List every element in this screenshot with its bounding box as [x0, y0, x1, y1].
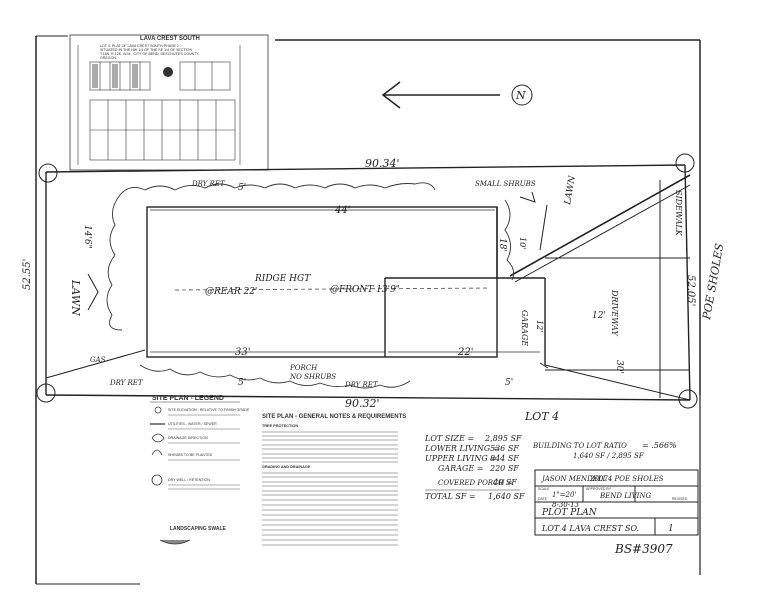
- property-line: [45, 164, 691, 401]
- label-dry-ret-top: DRY RET: [191, 180, 226, 188]
- building-ratio-label: BUILDING TO LOT RATIO: [532, 442, 627, 450]
- title-date: 8-30-13: [552, 501, 580, 509]
- dim-drive-30: 30': [614, 360, 624, 374]
- label-dry-ret-bl: DRY RET: [109, 379, 144, 387]
- dim-garage-depth: 18': [497, 238, 507, 252]
- dim-left-depth: 52.55': [22, 259, 33, 290]
- vicinity-map: LAVA CREST SOUTH LOT 4, PLAT OF LAVA CRE…: [69, 34, 269, 171]
- legend-footer: LANDSCAPING SWALE: [170, 526, 227, 532]
- corner-pin-icon: [36, 153, 698, 409]
- title-date-label: DATE: [538, 497, 548, 501]
- label-lawn-right: LAWN: [563, 174, 578, 207]
- label-garage: GARAGE: [520, 310, 529, 346]
- dim-side-10: 10': [518, 237, 527, 249]
- label-ridge-ht: RIDGE HGT: [254, 274, 311, 284]
- label-lawn-left: LAWN: [69, 279, 82, 316]
- title-sheet: PLOT PLAN: [541, 508, 598, 518]
- vicinity-line-4: OREGON: [100, 56, 116, 60]
- title-scale: 1"=20': [552, 491, 576, 499]
- dim-setback-rear: 5': [238, 183, 246, 193]
- dim-side-12: 12': [535, 320, 544, 332]
- title-scale-label: SCALE: [538, 487, 550, 491]
- legend-item-1: SITE ELEVATION - RELATIVE TO FINISH GRAD…: [168, 408, 250, 412]
- legend-item-5: DRY WELL / RETENTION: [168, 478, 210, 482]
- dim-driveway-width: 12': [592, 311, 606, 321]
- legend-item-2: UTILITIES - WATER / SEWER: [168, 422, 217, 426]
- shrub-icon: [151, 449, 163, 456]
- title-lot-desc: LOT 4 LAVA CREST SO.: [541, 524, 639, 533]
- label-porch: PORCH: [289, 364, 318, 372]
- dim-side-setback: 14'6": [82, 225, 92, 249]
- notes-section-1: TREE PROTECTION: [262, 424, 298, 428]
- area-row-lot-label: LOT SIZE =: [424, 434, 474, 443]
- dim-porch-5: 5': [505, 378, 513, 388]
- dimension-lines: [35, 175, 540, 395]
- title-address: 20074 POE SHOLES: [589, 475, 664, 483]
- dim-setback-front: 5': [238, 378, 246, 388]
- north-label: N: [515, 89, 526, 102]
- label-rear-dim: @REAR 22': [205, 287, 257, 297]
- area-row-upper-label: UPPER LIVING =: [425, 454, 497, 463]
- title-block: [534, 469, 699, 536]
- site-notes: SITE PLAN - GENERAL NOTES & REQUIREMENTS…: [262, 414, 406, 546]
- dim-right-depth: 52.05': [685, 275, 696, 306]
- area-row-porch-label: COVERED PORCH =: [438, 479, 513, 487]
- area-row-total-value: 1,640 SF: [488, 492, 525, 501]
- vicinity-line-1: LOT 4, PLAT OF LAVA CREST SOUTH PHASE 2: [100, 44, 179, 48]
- title-sheet-no: 1: [668, 524, 674, 534]
- dry-well-icon: [151, 474, 163, 486]
- landscape-shrubs: [106, 182, 515, 389]
- area-row-lower-label: LOWER LIVING =: [424, 444, 500, 453]
- dim-front-right: 22': [457, 347, 473, 358]
- label-shrubs-bottom: NO SHRUBS: [289, 373, 336, 381]
- driveway: [509, 174, 691, 401]
- title-company: BEND LIVING: [599, 492, 652, 500]
- label-lot: LOT 4: [524, 410, 559, 423]
- label-street: POE SHOLES: [700, 242, 726, 321]
- area-row-garage-value: 220 SF: [489, 464, 519, 473]
- dim-front-left: 33': [235, 347, 250, 358]
- dim-house-width: 44': [334, 205, 350, 216]
- north-arrow-icon: [381, 81, 533, 109]
- label-dry-ret-br: DRY RET: [344, 381, 379, 389]
- elevation-icon: [154, 406, 162, 414]
- dim-top-width: 90.34': [365, 157, 400, 170]
- area-row-garage-label: GARAGE =: [438, 464, 483, 473]
- label-sidewalk: SIDEWALK: [674, 190, 683, 237]
- vicinity-title: LAVA CREST SOUTH: [140, 36, 200, 42]
- swale-icon: [159, 539, 191, 545]
- area-table: LOT SIZE = 2,895 SF LOWER LIVING = 536 S…: [424, 434, 677, 501]
- dim-bottom-width: 90.32': [345, 397, 380, 410]
- title-approved-label: APPROVED BY: [586, 487, 612, 491]
- area-row-lot-value: 2,895 SF: [484, 434, 522, 443]
- title-owner: JASON MENDELL: [540, 475, 608, 483]
- area-row-total-label: TOTAL SF =: [425, 492, 476, 501]
- notes-section-2: GRADING AND DRAINAGE: [262, 465, 311, 469]
- vicinity-line-3: T.18S, R.12E, W.M., CITY OF BEND, DESCHU…: [100, 52, 199, 56]
- legend-title: SITE PLAN - LEGEND: [152, 395, 224, 402]
- house-footprint: [146, 206, 546, 365]
- label-driveway: DRIVEWAY: [610, 289, 619, 336]
- building-ratio-value: 1,640 SF / 2,895 SF: [573, 452, 645, 460]
- area-row-lower-value: 536 SF: [490, 444, 519, 453]
- permit-number: BS#3907: [614, 542, 673, 556]
- title-revised-label: REVISED: [672, 497, 688, 501]
- area-row-upper-value: 844 SF: [490, 454, 519, 463]
- label-front-dim: @FRONT 13'9": [330, 285, 400, 295]
- legend-item-3: DRAINAGE DIRECTION: [168, 436, 208, 440]
- notes-title: SITE PLAN - GENERAL NOTES & REQUIREMENTS: [262, 414, 406, 420]
- legend-item-4: SHRUBS TO BE PLANTED: [168, 453, 213, 457]
- label-gas: GAS: [90, 356, 106, 364]
- building-ratio: = .566%: [642, 441, 677, 450]
- area-row-porch-value: 40 SF: [492, 478, 517, 487]
- label-shrubs-top: SMALL SHRUBS: [475, 180, 536, 188]
- drainage-icon: [151, 433, 165, 443]
- site-legend: SITE PLAN - LEGEND SITE ELEVATION - RELA…: [150, 395, 250, 545]
- vicinity-line-2: SITUATED IN THE NW 1/4 OF THE SE 1/4 OF …: [100, 48, 192, 52]
